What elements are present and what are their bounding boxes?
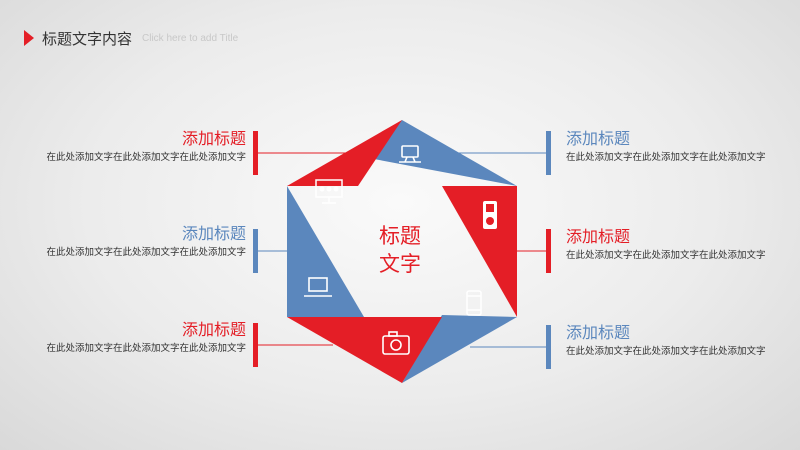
accent-bar-left-bottom	[253, 323, 258, 367]
accent-bar-left-middle	[253, 229, 258, 273]
item-title: 添加标题	[181, 129, 246, 148]
item-title: 添加标题	[181, 320, 246, 339]
item-right-middle: 添加标题 在此处添加文字在此处添加文字在此处添加文字	[566, 227, 766, 262]
accent-bar-left-top	[253, 131, 258, 175]
center-label-line1: 标题	[379, 224, 421, 248]
item-right-top: 添加标题 在此处添加文字在此处添加文字在此处添加文字	[566, 129, 766, 164]
accent-bar-right-bottom	[546, 325, 551, 369]
item-body: 在此处添加文字在此处添加文字在此处添加文字	[566, 250, 766, 261]
phone-icon	[466, 290, 482, 316]
segment-top	[358, 120, 517, 186]
accent-bar-right-middle	[546, 229, 551, 273]
item-right-bottom: 添加标题 在此处添加文字在此处添加文字在此处添加文字	[566, 323, 766, 358]
presentation-icon	[315, 179, 343, 204]
connectors	[253, 131, 551, 369]
slide-header: 标题文字内容 Click here to add Title	[24, 27, 238, 49]
segment-top-left	[287, 120, 402, 186]
center-label-line2: 文字	[379, 252, 421, 276]
center-label: 标题 文字	[350, 222, 450, 278]
item-left-top: 添加标题 在此处添加文字在此处添加文字在此处添加文字	[46, 129, 246, 164]
accent-bar-right-top	[546, 131, 551, 175]
item-body: 在此处添加文字在此处添加文字在此处添加文字	[46, 247, 246, 258]
item-body: 在此处添加文字在此处添加文字在此处添加文字	[46, 343, 246, 354]
hexagon-segments	[287, 120, 517, 383]
slide-title: 标题文字内容	[42, 29, 133, 48]
item-title: 添加标题	[181, 224, 246, 243]
item-title: 添加标题	[566, 129, 631, 148]
item-body: 在此处添加文字在此处添加文字在此处添加文字	[566, 346, 766, 357]
header-arrow-icon	[24, 30, 34, 46]
item-body: 在此处添加文字在此处添加文字在此处添加文字	[566, 152, 766, 163]
item-title: 添加标题	[566, 227, 631, 246]
camera-icon	[382, 331, 410, 355]
item-left-middle: 添加标题 在此处添加文字在此处添加文字在此处添加文字	[46, 224, 246, 259]
segment-top-right	[442, 186, 517, 317]
segment-bottom-right	[402, 315, 517, 383]
item-body: 在此处添加文字在此处添加文字在此处添加文字	[46, 152, 246, 163]
slide-subtitle: Click here to add Title	[142, 32, 239, 44]
music-player-icon	[483, 201, 497, 229]
segment-bottom-left	[287, 186, 364, 317]
segment-bottom	[287, 317, 442, 383]
laptop-icon	[304, 277, 332, 297]
computer-icon	[399, 145, 421, 163]
item-title: 添加标题	[566, 323, 631, 342]
item-left-bottom: 添加标题 在此处添加文字在此处添加文字在此处添加文字	[46, 320, 246, 355]
